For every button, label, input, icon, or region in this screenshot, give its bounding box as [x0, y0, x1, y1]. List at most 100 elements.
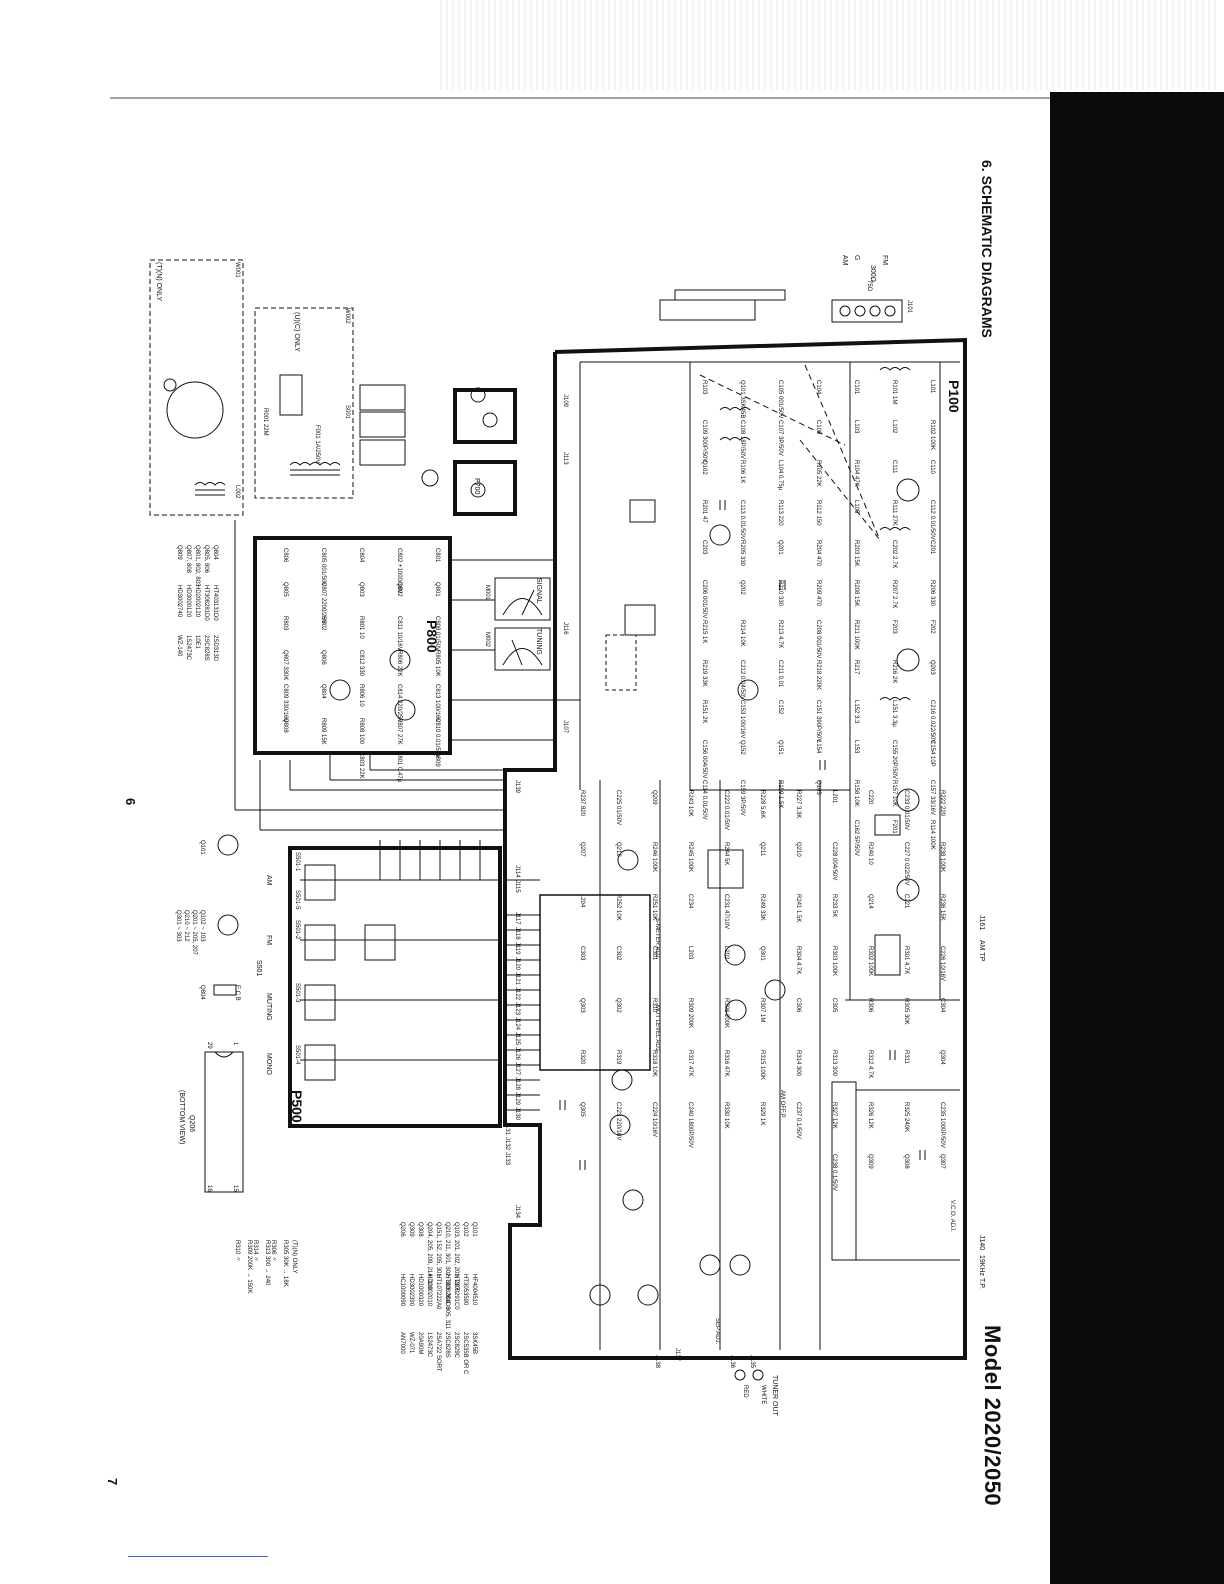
jack-label: J121: [514, 972, 520, 986]
jack-label: J119: [514, 942, 520, 955]
component-label: R151 2K: [701, 700, 707, 724]
component-label: R208 15K: [853, 580, 859, 607]
board-p100: P100: [946, 380, 962, 413]
pinout-q201: Q201 ~ 205, 207: [191, 910, 197, 955]
component-label: Q209: [651, 790, 657, 805]
component-label: R241 1.5K: [795, 894, 801, 923]
component-label: R249 33K: [759, 894, 765, 921]
component-label: Q214: [867, 894, 873, 909]
component-label: R315 100K: [759, 1050, 765, 1081]
jack-label: J139: [514, 780, 520, 794]
component-label: Q303: [579, 998, 585, 1013]
jack-label: J107: [562, 720, 568, 734]
tuning-meter: [494, 627, 551, 671]
main-part-type: 1S2473C: [426, 1332, 432, 1358]
component-label: L153: [853, 740, 859, 754]
component-label: C152: [777, 700, 783, 715]
main-part-number: HT308281D0: [444, 1274, 450, 1310]
jack-label: J129: [514, 1092, 520, 1106]
component-label: C231 47/10V: [723, 894, 729, 930]
component-label: R808 100: [358, 718, 364, 745]
component-label: R314 300: [795, 1050, 801, 1077]
jack-label: J124: [514, 1017, 520, 1031]
component-label: L201: [831, 790, 837, 804]
component-label: C114 0.01/50V: [701, 780, 707, 820]
component-label: R319: [615, 1050, 621, 1065]
component-label: C806: [282, 548, 288, 563]
power-part-number: HD3000120: [185, 585, 191, 618]
power-part-ref: Q805, 806: [203, 545, 209, 574]
j140-label: J140: [978, 1235, 985, 1251]
pinout-q101: Q101: [199, 840, 205, 855]
j135-label: J135: [749, 1355, 755, 1369]
main-part-ref: Q309: [408, 1222, 414, 1237]
power-cord2-ref: W002: [344, 308, 350, 324]
component-label: R215 1K: [701, 620, 707, 644]
component-label: C154 10P: [929, 740, 935, 767]
component-label: C302: [615, 946, 621, 961]
switch-mono-label: MONO: [265, 1053, 272, 1075]
main-part-ref: Q308: [417, 1222, 423, 1237]
component-label: C222 0.01/50V: [723, 790, 729, 831]
component-label: R214 10K: [739, 620, 745, 647]
jack-label: J116: [562, 622, 568, 635]
component-label: L154: [815, 740, 821, 754]
component-label: Q806: [320, 650, 326, 665]
board-p700: P700: [473, 478, 480, 495]
main-part-ref: Q151, 152, 205, 301: [435, 1222, 441, 1277]
component-label: C812 330: [358, 650, 364, 677]
component-label: Q309: [867, 1154, 873, 1169]
component-label: R302 100K: [867, 946, 873, 977]
switch-fm-label: FM: [265, 935, 272, 946]
power-part-type: 2SC828S: [203, 635, 209, 661]
component-label: R329 1K: [759, 1102, 765, 1126]
component-label: C221: [903, 894, 909, 909]
main-part-type: WZ-071: [408, 1332, 414, 1354]
component-label: R218 220K: [815, 660, 821, 691]
component-label: L103: [853, 420, 859, 434]
component-label: Q802: [396, 582, 402, 597]
component-label: C301: [651, 946, 657, 961]
component-label: R306: [867, 998, 873, 1013]
jack-label: J117: [514, 912, 520, 925]
component-label: R112 150: [815, 500, 821, 526]
component-label: C162 5P/50V: [853, 820, 859, 856]
component-label: R114 100K: [929, 820, 935, 850]
component-label: C234: [687, 894, 693, 909]
switch-am-label: AM: [265, 875, 272, 886]
component-label: C805 001/50V: [320, 548, 326, 587]
component-label: C104: [815, 380, 821, 395]
ic-ref-label: Q206: [188, 1115, 195, 1133]
power-part-type: 2SD313D: [212, 635, 218, 662]
component-label: R240 10: [867, 842, 873, 865]
component-label: R244 5K: [723, 842, 729, 866]
power-cord-ref: W001: [234, 262, 240, 278]
switch-s501-4: S501-4: [294, 1045, 300, 1065]
component-label: Q308: [903, 1154, 909, 1169]
component-label: C110: [929, 460, 935, 474]
component-label: R806 10: [358, 684, 364, 707]
component-label: R219 33K: [701, 660, 707, 687]
component-label: Q202: [739, 580, 745, 595]
component-label: R308 200K: [723, 998, 729, 1029]
component-label: R243 10K: [687, 790, 693, 817]
component-label: R207 2.7K: [891, 580, 897, 609]
j136-label: J136: [729, 1355, 735, 1369]
component-label: C228 004/50V: [831, 842, 837, 881]
tn-only-label: (T)(N) ONLY: [155, 262, 162, 302]
main-part-number: HF4004510: [471, 1274, 477, 1306]
j137-label: J137: [674, 1348, 680, 1362]
transformer-ref: L002: [234, 485, 240, 499]
component-label: Q305: [579, 1102, 585, 1117]
jack-label: J115: [514, 880, 520, 893]
antenna-75-ohm: 75Ω: [866, 280, 872, 292]
component-label: R104 47K: [853, 460, 859, 487]
antenna-terminal-ref: J101: [906, 300, 912, 314]
main-part-type: 2SC828S: [444, 1332, 450, 1358]
component-label: R159 1.5K: [777, 780, 783, 809]
component-label: Q151: [777, 740, 783, 755]
component-label: C233 0.01/50V: [903, 790, 909, 831]
p200-sub-area: [539, 894, 651, 1071]
main-part-ref: Q206: [399, 1222, 405, 1237]
component-label: Q304: [939, 1050, 945, 1065]
